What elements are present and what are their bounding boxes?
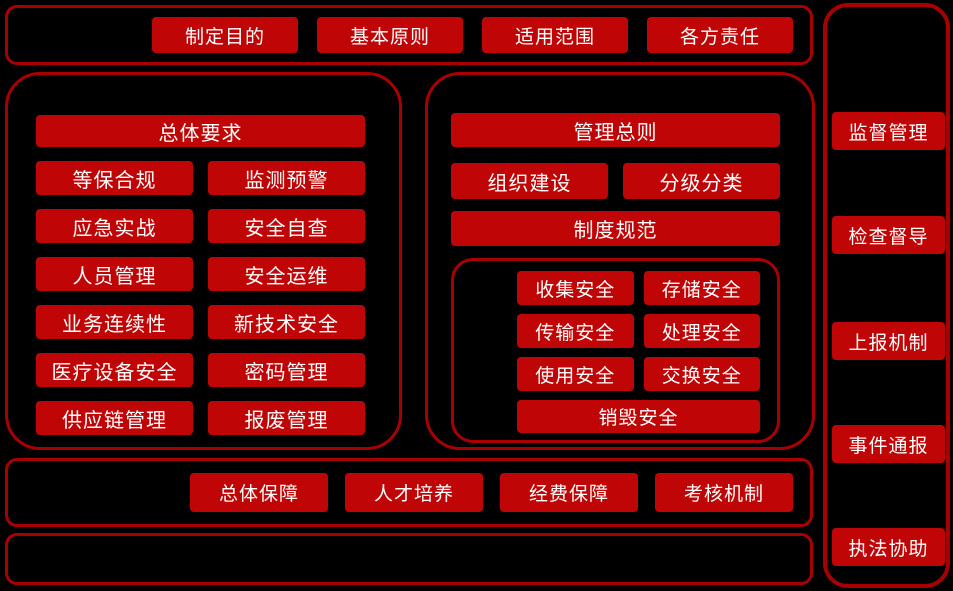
diagram-node: 事件通报 — [832, 425, 945, 463]
diagram-node: 基本原则 — [317, 17, 463, 53]
diagram-node: 制定目的 — [152, 17, 298, 53]
diagram-node: 监督管理 — [832, 112, 945, 150]
diagram-node: 等保合规 — [36, 161, 193, 195]
diagram-node: 使用安全 — [517, 357, 634, 391]
diagram-node: 应急实战 — [36, 209, 193, 243]
diagram-node: 医疗设备安全 — [36, 353, 193, 387]
diagram-node: 交换安全 — [643, 357, 760, 391]
diagram-node: 人才培养 — [345, 473, 483, 512]
diagram-node: 业务连续性 — [36, 305, 193, 339]
diagram-node: 新技术安全 — [208, 305, 365, 339]
diagram-node: 供应链管理 — [36, 401, 193, 435]
right-panel-header: 管理总则 — [451, 113, 780, 147]
diagram-node: 安全自查 — [208, 209, 365, 243]
diagram-node: 经费保障 — [500, 473, 638, 512]
diagram-node: 考核机制 — [655, 473, 793, 512]
left-panel: 总体要求 等保合规 监测预警 应急实战 安全自查 人员管理 安全运维 业务连续性… — [5, 72, 402, 450]
data-security-box: 收集安全 存储安全 传输安全 处理安全 使用安全 交换安全 销毁安全 — [451, 258, 780, 443]
side-panel: 监督管理 检查督导 上报机制 事件通报 执法协助 — [823, 3, 950, 588]
diagram-node: 收集安全 — [517, 271, 634, 305]
right-panel-pair-row: 组织建设 分级分类 — [451, 163, 780, 199]
diagram-node: 适用范围 — [482, 17, 628, 53]
diagram-node: 传输安全 — [517, 314, 634, 348]
diagram-node: 存储安全 — [643, 271, 760, 305]
diagram-node: 销毁安全 — [517, 400, 760, 433]
diagram-node: 报废管理 — [208, 401, 365, 435]
diagram-node: 各方责任 — [647, 17, 793, 53]
diagram-node: 分级分类 — [623, 163, 780, 199]
diagram-node: 安全运维 — [208, 257, 365, 291]
diagram-node: 制度规范 — [451, 211, 780, 246]
diagram-node: 组织建设 — [451, 163, 608, 199]
diagram-node: 上报机制 — [832, 322, 945, 360]
empty-bar — [5, 533, 813, 585]
bottom-bar: 总体保障 人才培养 经费保障 考核机制 — [5, 458, 813, 527]
diagram-node: 处理安全 — [643, 314, 760, 348]
left-panel-header: 总体要求 — [36, 115, 365, 147]
top-bar: 制定目的 基本原则 适用范围 各方责任 — [5, 5, 813, 65]
diagram-node: 人员管理 — [36, 257, 193, 291]
diagram-node: 监测预警 — [208, 161, 365, 195]
right-panel: 管理总则 组织建设 分级分类 制度规范 收集安全 存储安全 传输安全 处理安全 … — [425, 72, 815, 450]
diagram-node: 总体保障 — [190, 473, 328, 512]
diagram-node: 执法协助 — [832, 528, 945, 566]
diagram-node: 检查督导 — [832, 216, 945, 254]
diagram-node: 密码管理 — [208, 353, 365, 387]
